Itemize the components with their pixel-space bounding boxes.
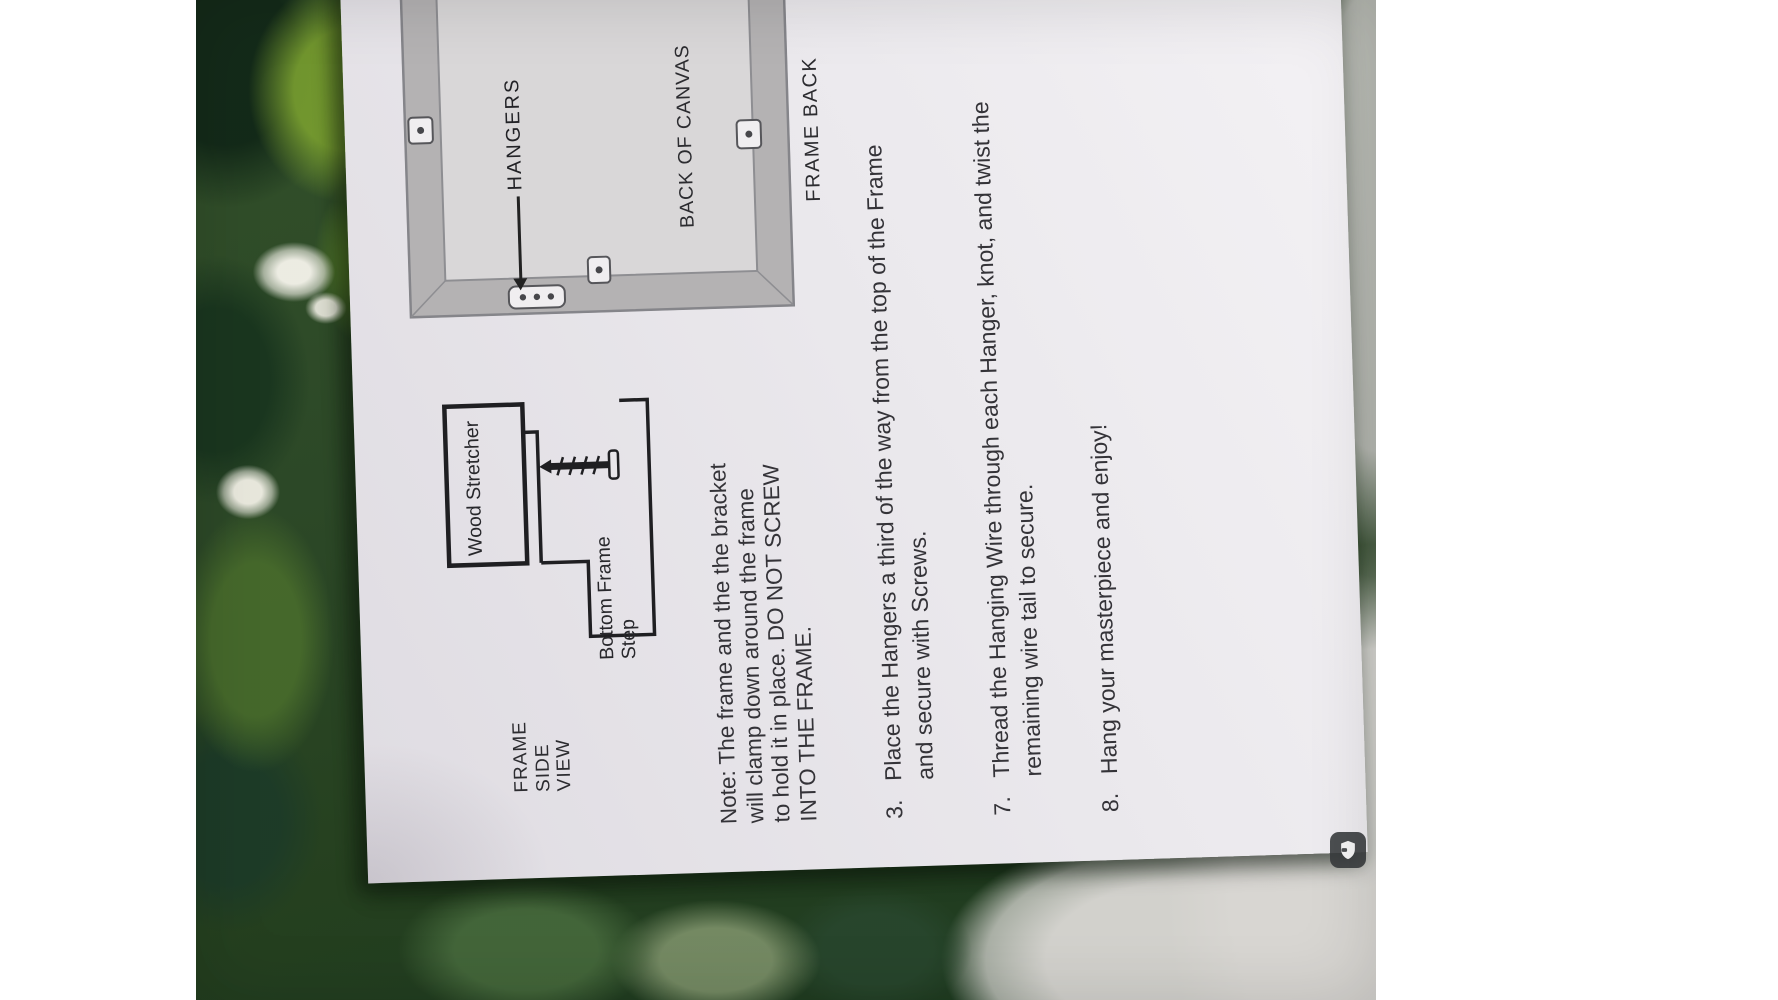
instruction-sheet: BACK OF CANVAS HANGERS FRAME BACK FRAME … [336, 0, 1368, 884]
step-8-number: 8. [1096, 792, 1124, 813]
hangers-label: HANGERS [500, 77, 527, 191]
wood-stretcher-label: Wood Stretcher [461, 420, 487, 556]
bottom-frame-step-label-line2: Step [617, 619, 640, 660]
step-8-text: Hang your masterpiece and enjoy! [1085, 423, 1123, 775]
step-7-number: 7. [988, 795, 1016, 816]
frame-side-view-diagram: Wood Stretcher Bottom Frame Step [441, 397, 657, 660]
hanger-bracket-bottom [735, 118, 763, 150]
hanger-bracket-left [507, 284, 567, 310]
step-7: 7.Thread the Hanging Wire through each H… [964, 100, 1050, 816]
hanger-bracket-top [407, 116, 434, 145]
instruction-page: BACK OF CANVAS HANGERS FRAME BACK FRAME … [336, 0, 1367, 883]
bottom-frame-step-label-line1: Bottom Frame [592, 536, 618, 660]
frame-side-view-title-line: VIEW [552, 738, 576, 792]
frame-side-view-title: FRAME SIDE VIEW [509, 719, 576, 793]
frame-side-view-title-line: SIDE [531, 743, 554, 793]
step-3-number: 3. [880, 799, 908, 820]
step-3: 3.Place the Hangers a third of the way f… [857, 143, 942, 819]
screw-plate-left [586, 255, 612, 285]
frame-side-view-title-line: FRAME [509, 720, 533, 793]
note-paragraph: Note: The frame and the the bracket will… [705, 460, 822, 825]
screw-icon [539, 449, 620, 480]
frame-back-diagram [396, 0, 796, 319]
step-8: 8. Hang your masterpiece and enjoy! [1082, 423, 1126, 813]
frame-back-caption: FRAME BACK [798, 56, 826, 202]
photo-of-instruction-sheet: BACK OF CANVAS HANGERS FRAME BACK FRAME … [196, 0, 1376, 1000]
shield-icon [1330, 832, 1366, 868]
step-8-line1: 8. Hang your masterpiece and enjoy! [1082, 423, 1126, 813]
